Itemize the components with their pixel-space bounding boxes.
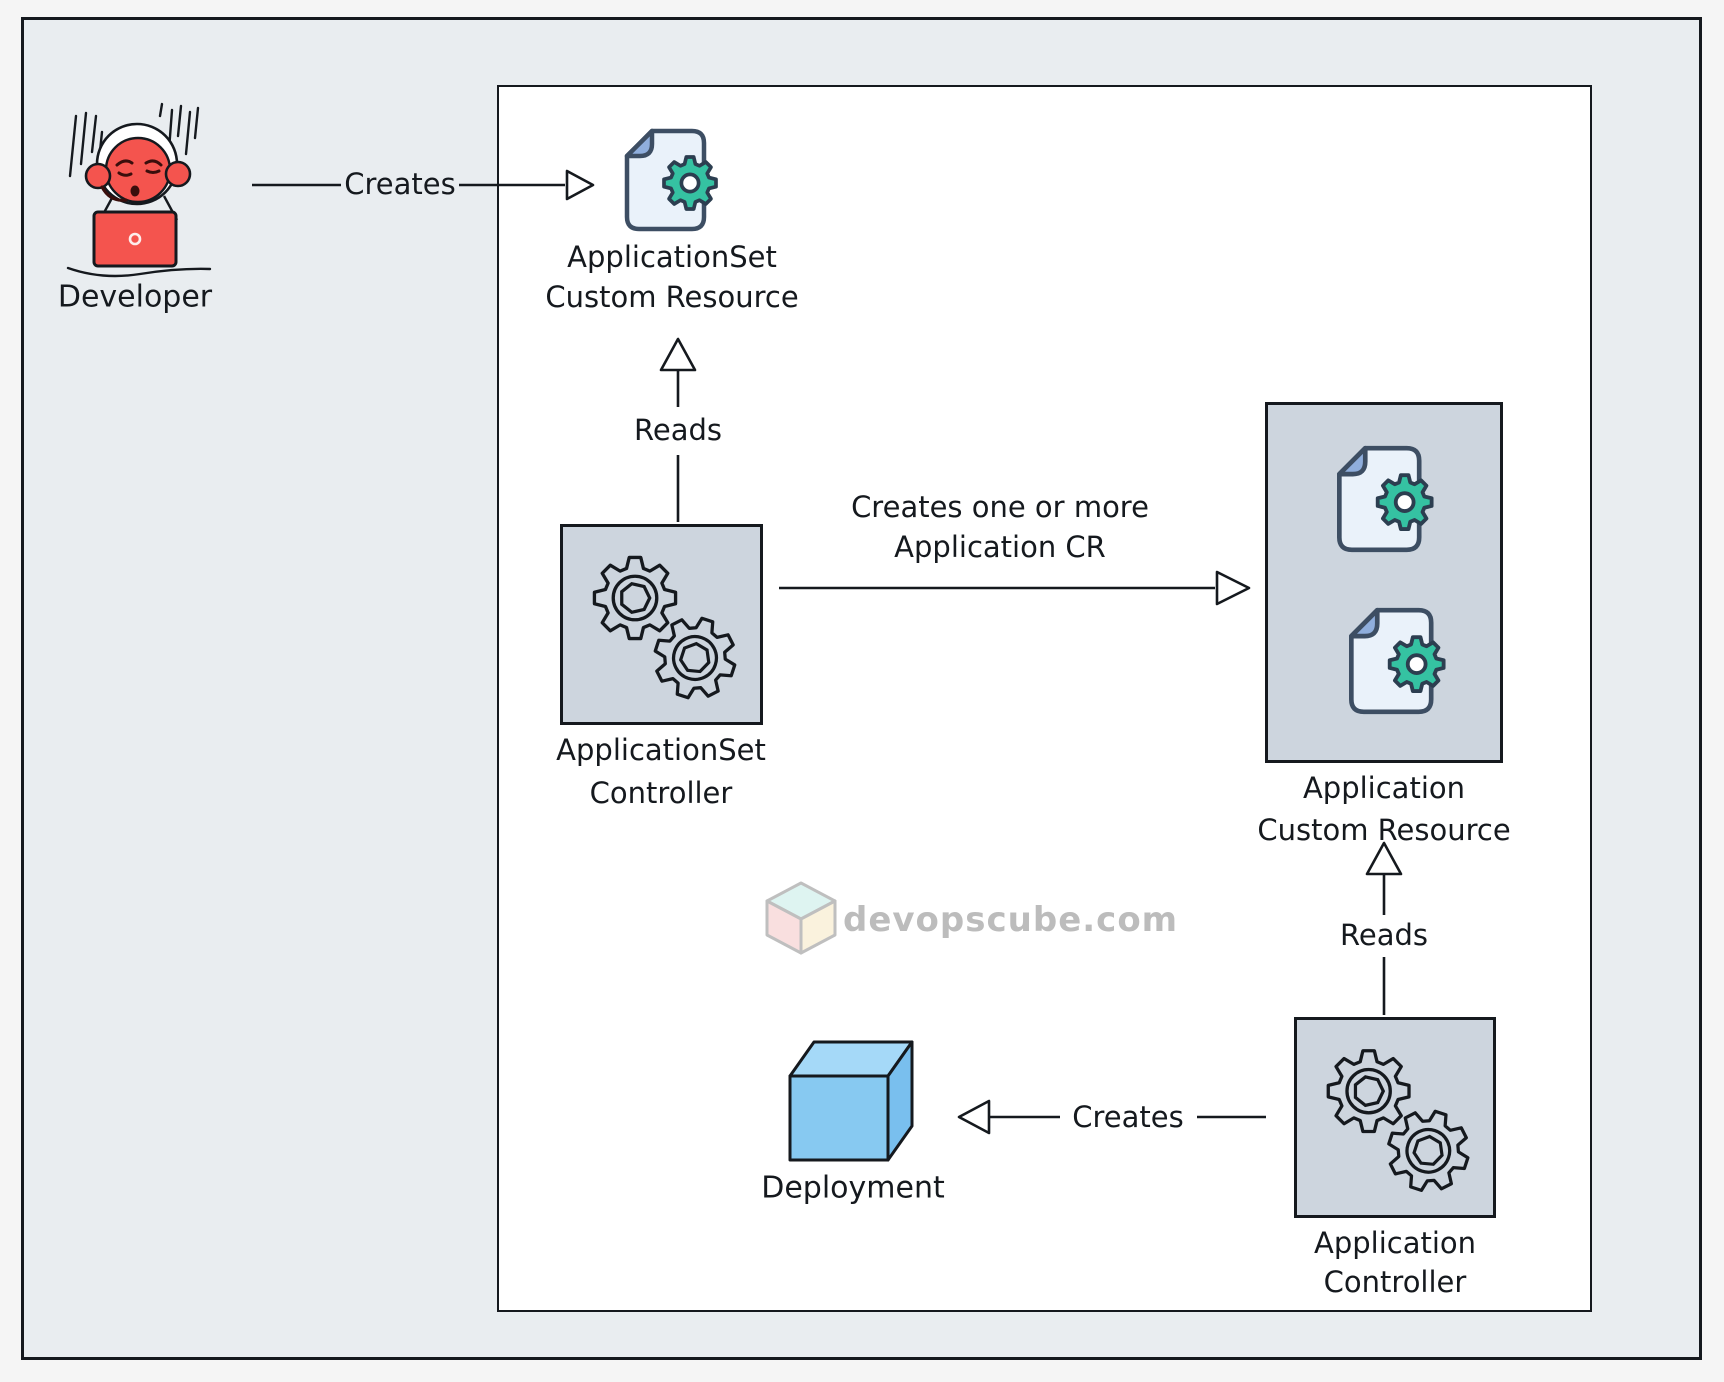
appset-custom-resource-document-gear-icon [622,126,722,234]
edge-label-reads-top: Reads [634,413,722,447]
edge-label-creates-bottom: Creates [1072,1100,1184,1134]
watermark-text: devopscube.com [843,900,1179,940]
edge-label-creates-top: Creates [344,167,456,201]
edge-label-creates-one-or-more: Creates one or more Application CR [851,490,1149,564]
appset-controller-box [560,524,763,725]
application-cr-document-gear-icon [1346,605,1450,717]
developer-label: Developer [57,279,213,315]
gears-icon [1297,1020,1493,1215]
watermark-cube-icon [765,881,837,955]
application-cr-document-gear-icon [1334,443,1438,555]
application-custom-resource-box [1265,402,1503,763]
appset-controller-label: ApplicationSet Controller [556,733,766,810]
edge-label-reads-bottom: Reads [1340,918,1428,952]
application-controller-box [1294,1017,1496,1218]
application-custom-resource-label: Application Custom Resource [1257,771,1511,847]
gears-icon [563,527,760,722]
developer-icon [66,102,212,278]
deployment-cube-icon [788,1040,914,1162]
appset-custom-resource-label: ApplicationSet Custom Resource [545,240,799,314]
deployment-label: Deployment [761,1170,945,1206]
application-controller-label: Application Controller [1313,1226,1477,1299]
